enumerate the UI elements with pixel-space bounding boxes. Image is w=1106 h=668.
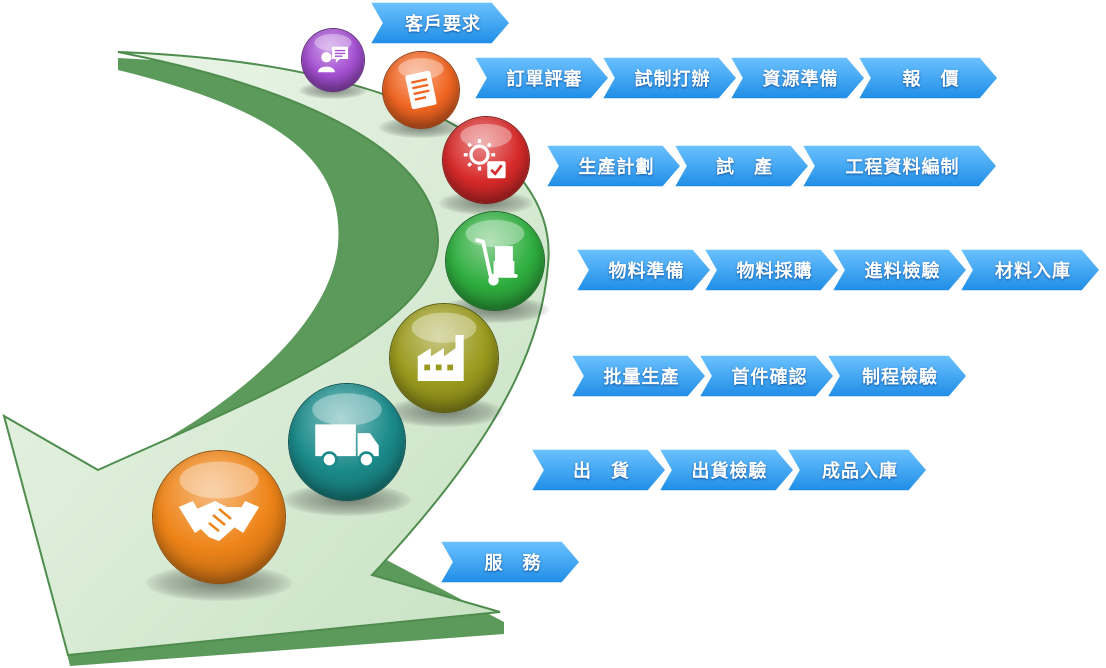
step-orb-service [153, 451, 285, 583]
stage-chevron: 首件確認 [697, 354, 835, 398]
stage-label: 材料入庫 [995, 261, 1071, 282]
stage-label: 出貨檢驗 [691, 461, 768, 482]
stage-chevron: 批量生產 [569, 354, 707, 398]
stage-label: 試 產 [716, 157, 773, 178]
step-orb-shipping [289, 384, 405, 500]
truck-icon [312, 393, 382, 469]
customer-chat-icon [314, 33, 352, 73]
stage-label: 首件確認 [731, 367, 808, 388]
stage-chevron: 工程資料編制 [800, 144, 998, 188]
stage-chevron: 服 務 [438, 540, 581, 584]
stage-label: 客戶要求 [405, 14, 481, 35]
stage-chevron: 試制打辦 [600, 56, 738, 100]
stage-chevron: 資源準備 [728, 56, 866, 100]
stage-label: 報 價 [902, 69, 960, 90]
step-orb-production [390, 304, 498, 412]
stage-chevron: 報 價 [856, 56, 999, 100]
document-list-icon [398, 58, 444, 110]
stage-label: 試制打辦 [634, 69, 711, 90]
stage-label: 訂單評審 [506, 69, 583, 90]
stage-label: 出 貨 [573, 461, 630, 482]
step-orb-material [446, 212, 544, 310]
stage-chevron: 試 產 [672, 144, 810, 188]
stage-chevron: 客戶要求 [368, 1, 511, 45]
step-orb-order [383, 52, 459, 128]
stage-label: 制程檢驗 [862, 367, 938, 388]
stage-label: 服 務 [484, 553, 542, 574]
hand-truck-icon [465, 219, 525, 286]
stage-chevron: 進料檢驗 [830, 248, 968, 292]
stage-chevron: 訂單評審 [472, 56, 610, 100]
gear-checklist-icon [460, 123, 512, 179]
step-orb-customer [302, 29, 364, 91]
stage-label: 批量生產 [603, 367, 680, 388]
handshake-icon [178, 461, 260, 542]
factory-icon [411, 312, 477, 381]
stage-label: 物料採購 [736, 261, 813, 282]
stage-chevron: 出 貨 [529, 448, 667, 492]
stage-label: 物料準備 [608, 261, 685, 282]
stage-label: 生產計劃 [578, 157, 655, 178]
stage-chevron: 成品入庫 [785, 448, 928, 492]
stage-chevron: 物料準備 [574, 248, 712, 292]
stage-label: 進料檢驗 [864, 261, 941, 282]
stage-chevron: 出貨檢驗 [657, 448, 795, 492]
stage-label: 資源準備 [762, 69, 839, 90]
stage-chevron: 生產計劃 [544, 144, 682, 188]
stage-label: 工程資料編制 [845, 157, 960, 178]
stage-chevron: 材料入庫 [958, 248, 1101, 292]
stage-chevron: 物料採購 [702, 248, 840, 292]
stage-label: 成品入庫 [822, 461, 898, 482]
step-orb-engineering [443, 117, 529, 203]
stage-chevron: 制程檢驗 [825, 354, 968, 398]
